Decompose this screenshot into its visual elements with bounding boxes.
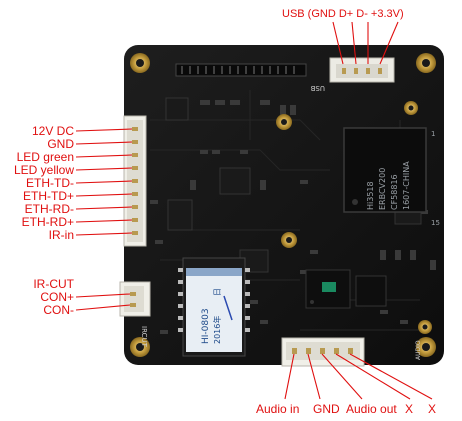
pin-label-audio-out: Audio out — [346, 402, 397, 416]
pin-label-bottom-gnd: GND — [313, 402, 340, 416]
pin-label-gnd: GND — [47, 137, 74, 151]
sticker-code: HI-0803 — [201, 308, 211, 344]
audio-connector — [281, 337, 365, 367]
usb-leader-lines — [332, 21, 399, 65]
ethernet-phy-chip — [305, 269, 351, 309]
ircut-connector — [119, 281, 151, 317]
pin-label-eth-rd-plus: ETH-RD+ — [22, 215, 74, 229]
pin-label-eth-td-minus: ETH-TD- — [26, 176, 74, 190]
pin-label-led-yellow: LED yellow — [14, 163, 74, 177]
pin-number-15: 15 — [431, 219, 440, 227]
soc-marking-line: ERBCV200 — [378, 168, 387, 210]
pcb-board: Hi3518 ERBCV200 CF58816 1607-CHINA 15 1 … — [124, 45, 444, 365]
pin-label-12v-dc: 12V DC — [32, 124, 74, 138]
power-chip — [165, 97, 189, 121]
left-pin-labels: 12V DC GND LED green LED yellow ETH-TD- … — [14, 124, 75, 317]
soc-marking-line: Hi3518 — [366, 181, 375, 210]
sensor-fpc-connector — [175, 63, 307, 77]
pin-number-1: 1 — [431, 130, 435, 138]
pin-label-eth-td-plus: ETH-TD+ — [23, 189, 74, 203]
pin-label-ir-in: IR-in — [49, 228, 74, 242]
sticker-date: 2016年 — [212, 316, 222, 344]
label-ir-cut: IR-CUT — [33, 277, 74, 291]
flash-chip: HI-0803 2016年 日 — [178, 257, 250, 357]
soc-marking-line: CF58816 — [390, 174, 399, 210]
bottom-leader-lines — [284, 353, 433, 400]
pin-label-x-1: X — [405, 402, 413, 416]
pin-label-con-plus: CON+ — [40, 290, 74, 304]
pin-label-led-green: LED green — [17, 150, 74, 164]
pin-label-audio-in: Audio in — [256, 402, 299, 416]
usb-connector — [329, 57, 395, 83]
silk-audio: AUDIO — [415, 340, 422, 360]
silk-usb: USB — [310, 84, 325, 92]
soc-chip: Hi3518 ERBCV200 CF58816 1607-CHINA — [343, 127, 427, 213]
pin-label-x-2: X — [428, 402, 436, 416]
pin-label-con-minus: CON- — [43, 303, 74, 317]
left-9pin-connector — [123, 115, 147, 247]
silk-ircut: IRCUT — [140, 326, 148, 348]
left-leader-lines — [75, 128, 133, 311]
soc-marking-line: 1607-CHINA — [402, 161, 411, 210]
usb-pin-label: USB (GND D+ D- +3.3V) — [282, 8, 404, 20]
sticker-day: 日 — [213, 288, 222, 296]
pin-label-eth-rd-minus: ETH-RD- — [25, 202, 74, 216]
